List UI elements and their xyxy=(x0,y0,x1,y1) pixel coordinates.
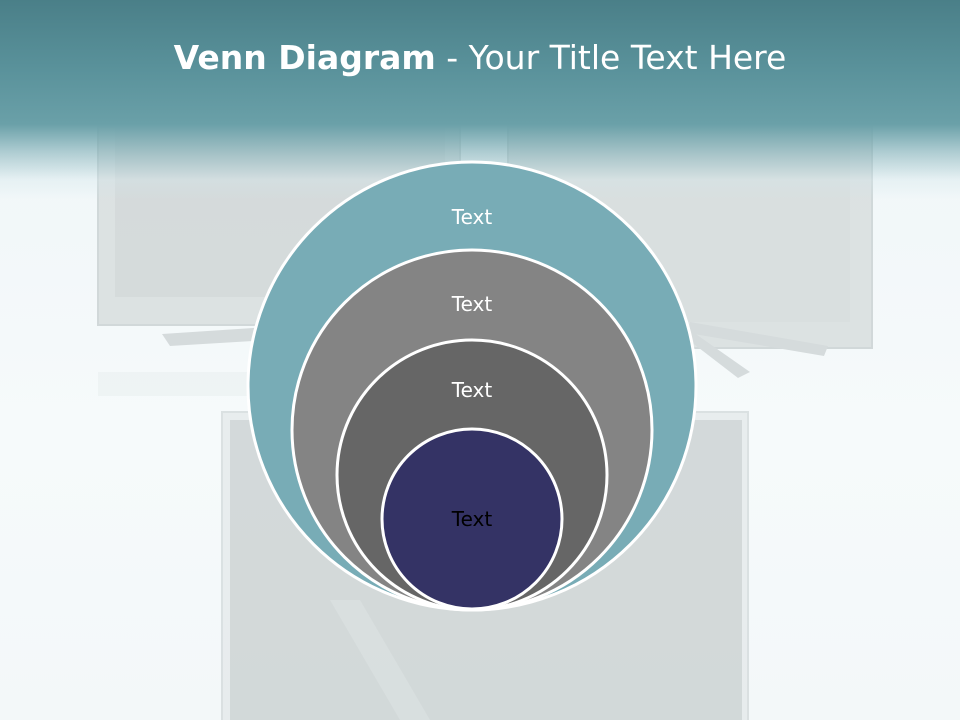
inner-circle-label[interactable]: Text xyxy=(451,507,493,531)
second-circle-label[interactable]: Text xyxy=(451,292,493,316)
inner-circle[interactable] xyxy=(380,427,564,611)
title-strong: Venn Diagram xyxy=(173,38,436,77)
outer-circle-label[interactable]: Text xyxy=(451,205,493,229)
title-rest: - Your Title Text Here xyxy=(435,38,787,77)
slide-title[interactable]: Venn Diagram - Your Title Text Here xyxy=(0,38,960,77)
third-circle-label[interactable]: Text xyxy=(451,378,493,402)
